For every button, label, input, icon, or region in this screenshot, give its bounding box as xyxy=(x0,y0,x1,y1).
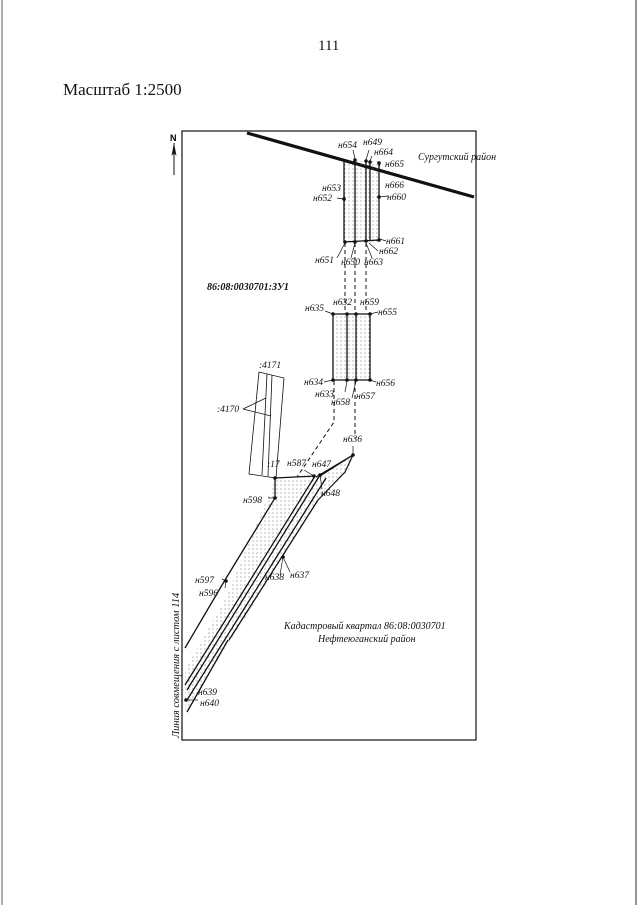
point-label-n596: н596 xyxy=(199,589,218,599)
point-label-n639: н639 xyxy=(198,688,217,698)
point-label-n640: н640 xyxy=(200,699,219,709)
point-label-n647: н647 xyxy=(312,460,332,470)
point-label-n662: н662 xyxy=(379,247,398,257)
dashed-links-upper xyxy=(344,243,367,313)
point-label-n652: н652 xyxy=(313,194,332,204)
point-label-n651: н651 xyxy=(315,256,334,266)
scale-label: Масштаб 1:2500 xyxy=(63,80,182,99)
map-frame xyxy=(181,130,477,741)
north-arrow-icon: N xyxy=(170,133,177,175)
district-label-top: Сургутский район xyxy=(418,152,496,163)
point-label-n598: н598 xyxy=(243,496,262,506)
point-label-n648: н648 xyxy=(321,489,340,499)
sheet-join-caption: Линия совмещения с листом 114 xyxy=(171,592,182,739)
point-label-n659: н659 xyxy=(360,298,379,308)
scan-edge-left xyxy=(1,0,3,905)
point-label-n655: н655 xyxy=(378,308,397,318)
parcel-block-middle xyxy=(332,313,371,381)
point-label-n653: н653 xyxy=(322,184,341,194)
point-label-n649: н649 xyxy=(363,138,382,148)
parcel-strip-lower xyxy=(184,453,355,713)
point-label-n658: н658 xyxy=(331,398,350,408)
scan-edge-right xyxy=(635,0,637,905)
point-label-n634: н634 xyxy=(304,378,323,388)
point-label-n597: н597 xyxy=(195,576,215,586)
page-number: 111 xyxy=(318,38,340,54)
point-label-n665: н665 xyxy=(385,160,404,170)
point-label-n654: н654 xyxy=(338,141,357,151)
point-label-n638: н638 xyxy=(265,573,284,583)
dashed-links-lower xyxy=(296,381,356,478)
point-label-n664: н664 xyxy=(374,148,393,158)
neighbor-label-4170: :4170 xyxy=(217,405,239,415)
point-label-n637: н637 xyxy=(290,571,310,581)
district-label-bottom: Нефтеюганский район xyxy=(317,634,416,645)
point-label-n633: н633 xyxy=(315,390,334,400)
north-label: N xyxy=(170,133,177,143)
point-label-n657: н657 xyxy=(356,392,376,402)
point-label-n635: н635 xyxy=(305,304,324,314)
neighbor-label-4171: :4171 xyxy=(259,361,281,371)
parcel-block-upper xyxy=(343,160,380,243)
point-label-n656: н656 xyxy=(376,379,395,389)
point-label-n660: н660 xyxy=(387,193,406,203)
point-label-n650: н650 xyxy=(341,258,360,268)
cadastral-block-label: Кадастровый квартал 86:08:0030701 xyxy=(283,621,446,632)
point-label-n661: н661 xyxy=(386,237,405,247)
point-label-n632: н632 xyxy=(333,298,352,308)
point-label-n666: н666 xyxy=(385,181,404,191)
point-label-n636: н636 xyxy=(343,435,362,445)
label-leaders xyxy=(186,149,389,701)
point-label-n587: н587 xyxy=(287,459,307,469)
parcel-id-label: 86:08:0030701:ЗУ1 xyxy=(207,282,289,293)
neighbor-label-17: :17 xyxy=(267,460,281,470)
point-label-n663: н663 xyxy=(364,258,383,268)
neighbor-parcel-4170 xyxy=(242,371,285,479)
